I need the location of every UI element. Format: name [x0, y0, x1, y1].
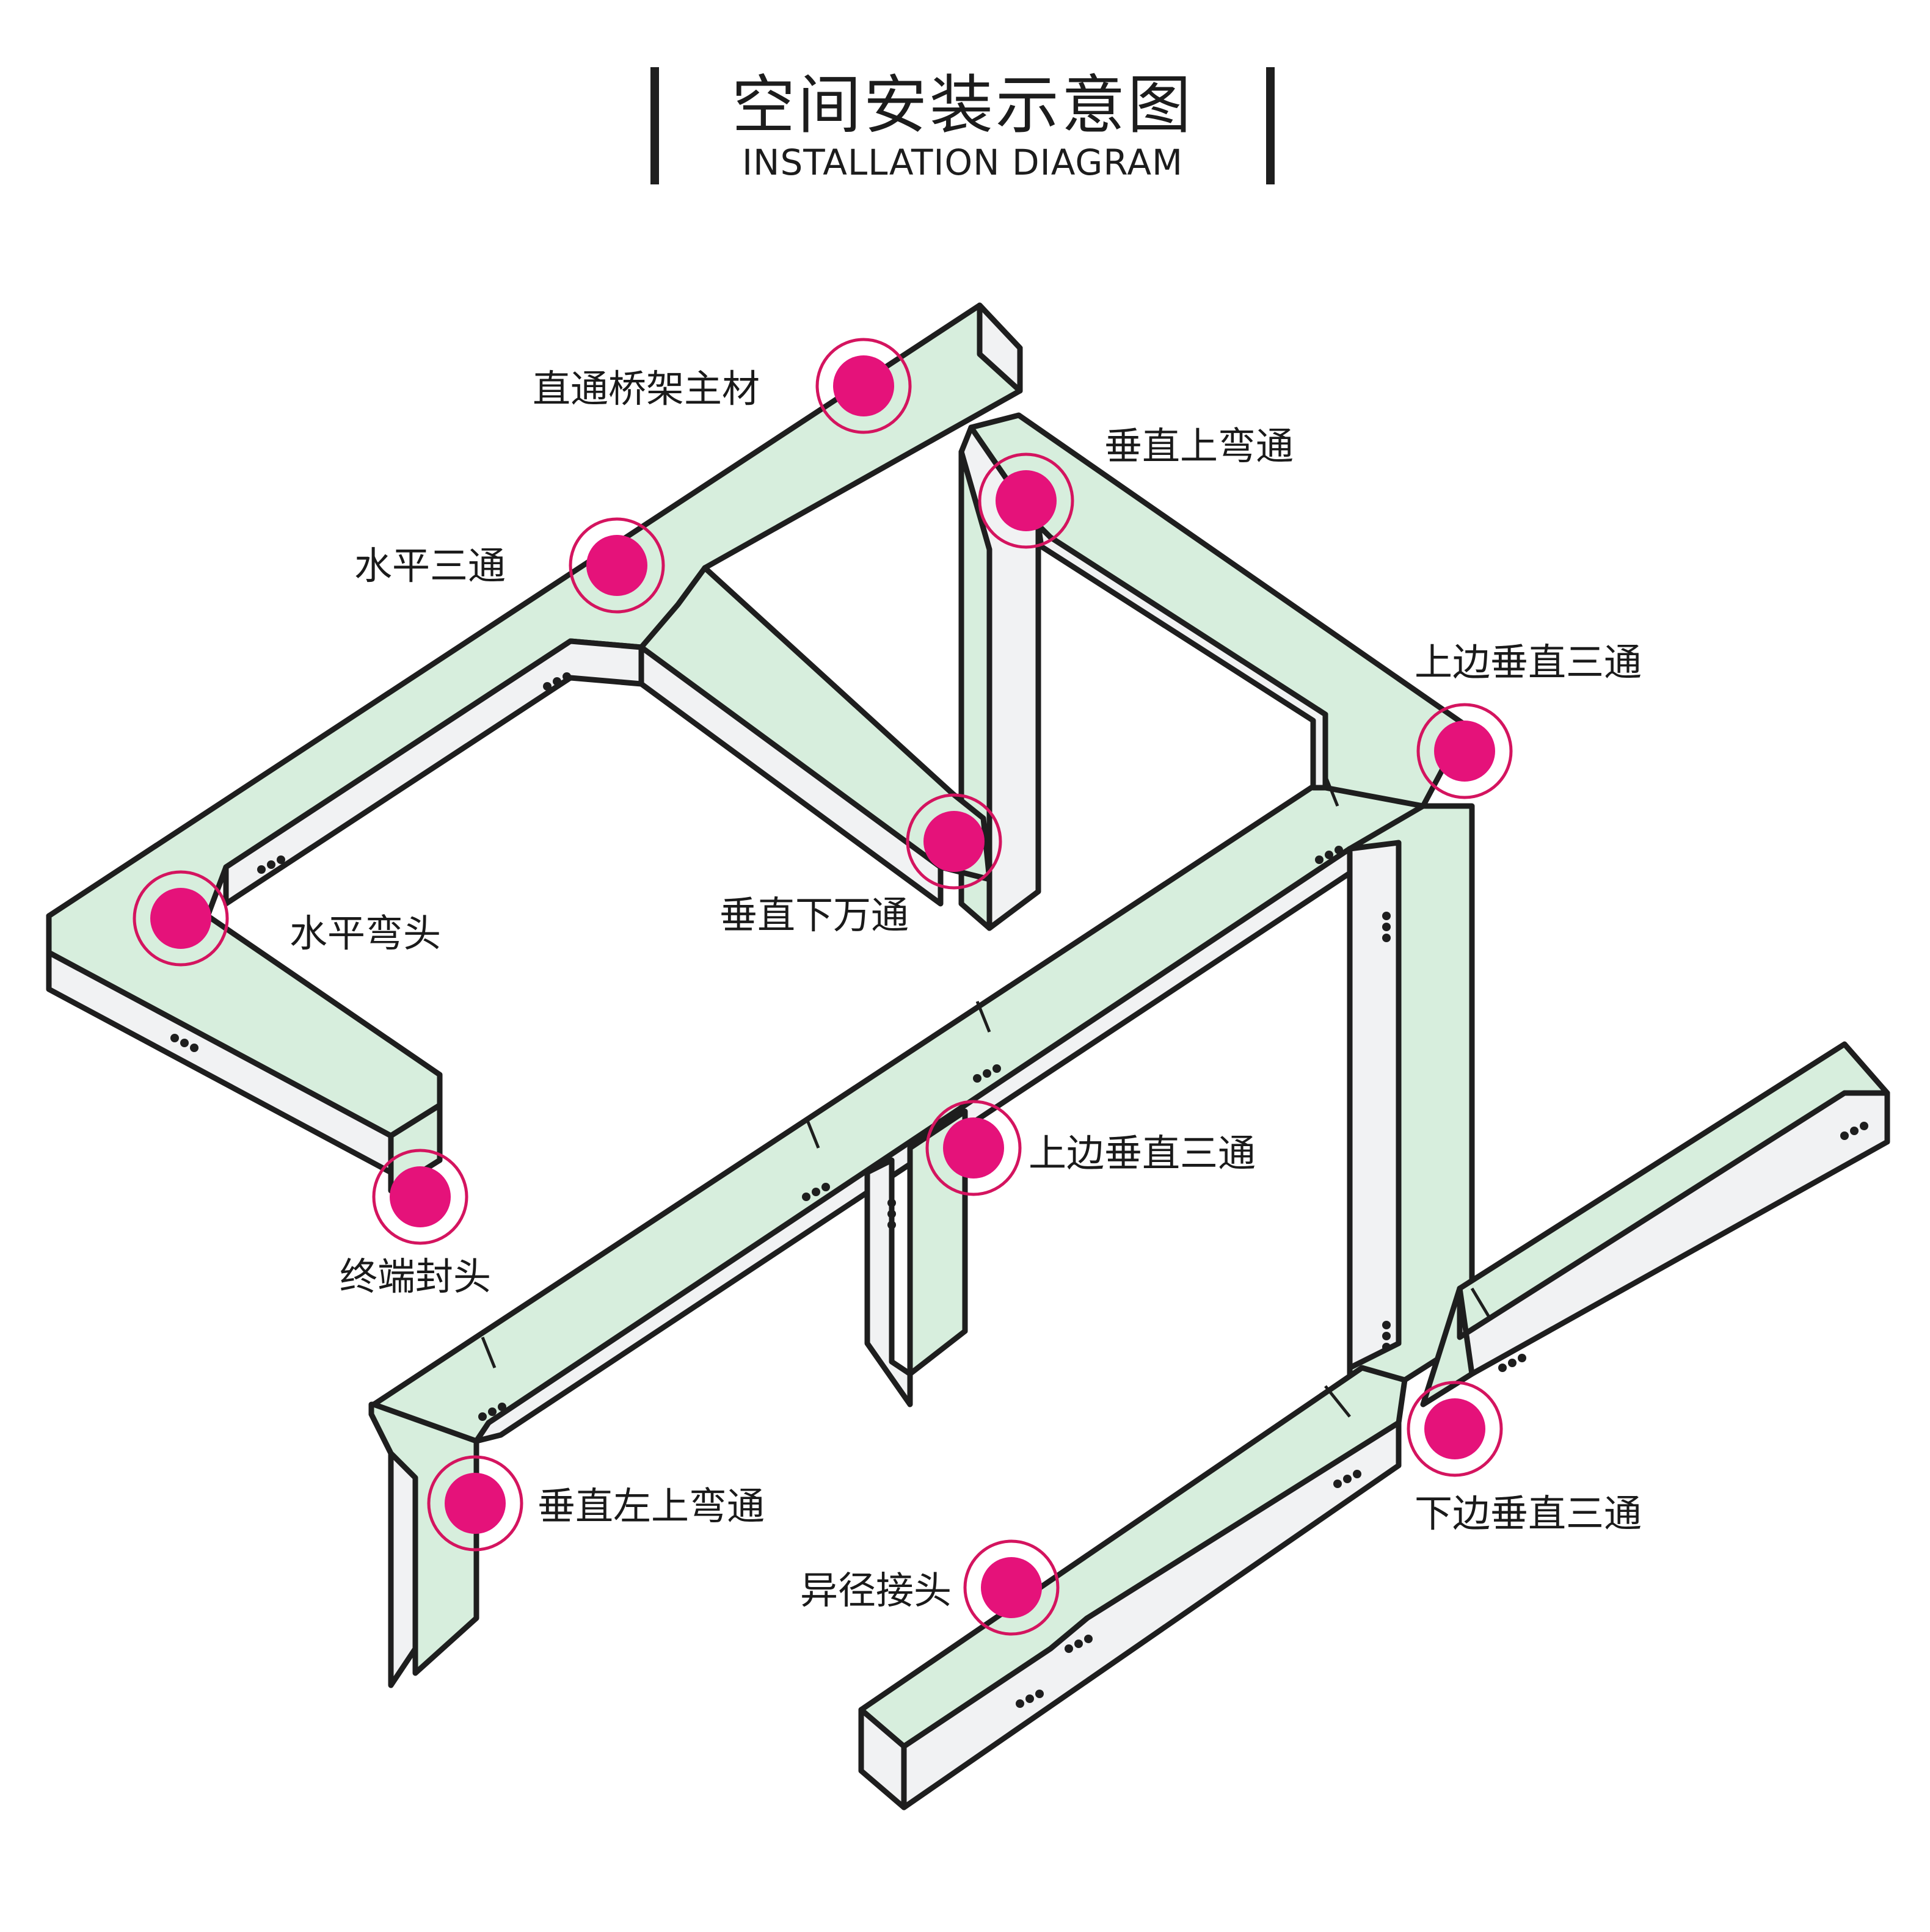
marker-horizontal-tee	[569, 517, 665, 614]
bolt-holes	[170, 672, 1868, 1708]
label-top-vertical-tee-1: 上边垂直三通	[1415, 640, 1642, 685]
label-vertical-left-up-bend: 垂直左上弯通	[537, 1484, 765, 1528]
seam	[804, 1117, 820, 1149]
marker-straight-tray	[815, 338, 912, 434]
label-horizontal-tee: 水平三通	[354, 543, 506, 588]
label-straight-tray: 直通桥架主材	[533, 366, 760, 411]
marker-end-cap	[372, 1149, 468, 1245]
marker-bottom-vertical-tee	[1407, 1381, 1503, 1477]
cable-tray-structure	[46, 302, 1890, 1810]
label-horizontal-elbow: 水平弯头	[290, 911, 441, 956]
label-end-cap: 终端封头	[340, 1254, 491, 1299]
marker-top-vertical-tee-2	[925, 1100, 1022, 1196]
title-chinese: 空间安装示意图	[732, 68, 1193, 142]
bolt-hole-group	[887, 1199, 896, 1229]
bolt-hole-group	[973, 1064, 1001, 1083]
bolt-hole-group	[478, 1403, 506, 1421]
mid-riser-side	[864, 1157, 913, 1407]
upper-right-tray	[968, 412, 1469, 809]
bolt-hole-group	[1065, 1635, 1093, 1653]
marker-top-vertical-tee-1	[1416, 703, 1513, 799]
bottom-reducer-tray	[858, 1365, 1408, 1749]
label-bottom-vertical-tee: 下边垂直三通	[1415, 1491, 1642, 1536]
tee-branch-tray-side	[638, 644, 944, 907]
right-vertical-riser-side	[1347, 840, 1402, 1371]
seam	[1324, 775, 1339, 807]
title-english: INSTALLATION DIAGRAM	[742, 142, 1183, 183]
callout-markers	[133, 338, 1513, 1636]
bolt-hole-group	[1382, 1321, 1391, 1351]
callout-labels: 直通桥架主材 垂直上弯通 水平三通 上边垂直三通 垂直下万通 水平弯头 上边垂直…	[290, 366, 1642, 1613]
bolt-hole-group	[1016, 1690, 1044, 1708]
bolt-hole-group	[170, 1034, 198, 1052]
bolt-hole-group	[257, 855, 285, 874]
bottom-right-tray-side	[1457, 1090, 1890, 1377]
bolt-hole-group	[1333, 1470, 1361, 1488]
bolt-hole-group	[1315, 846, 1343, 864]
bolt-hole-group	[1382, 912, 1391, 942]
upper-right-tray-inner	[1035, 522, 1328, 791]
end-cap-block	[388, 1102, 443, 1194]
straight-main-tray-endface	[977, 302, 1023, 394]
bolt-hole-group	[802, 1183, 830, 1201]
tray-seams	[481, 775, 1492, 1418]
marker-reducer	[963, 1539, 1060, 1636]
label-vertical-up-bend: 垂直上弯通	[1104, 424, 1294, 468]
bolt-hole-group	[543, 672, 571, 691]
marker-vertical-up-bend	[978, 452, 1074, 549]
label-vertical-down-bend: 垂直下万通	[719, 893, 909, 937]
header: 空间安装示意图 INSTALLATION DIAGRAM	[650, 67, 1275, 184]
mid-riser-face	[907, 1108, 968, 1377]
bottom-reducer-tray-inner	[901, 1420, 1402, 1810]
label-reducer: 异径接头	[800, 1568, 952, 1613]
seam	[1324, 1385, 1351, 1418]
marker-vertical-left-up-bend	[427, 1455, 523, 1552]
label-top-vertical-tee-2: 上边垂直三通	[1029, 1131, 1256, 1175]
seam	[1470, 1287, 1492, 1320]
bolt-hole-group	[1498, 1354, 1526, 1372]
marker-horizontal-elbow	[133, 870, 229, 967]
bolt-hole-group	[1840, 1122, 1868, 1140]
seam	[975, 1001, 991, 1033]
marker-vertical-down-bend	[906, 793, 1002, 890]
seam	[481, 1337, 497, 1368]
